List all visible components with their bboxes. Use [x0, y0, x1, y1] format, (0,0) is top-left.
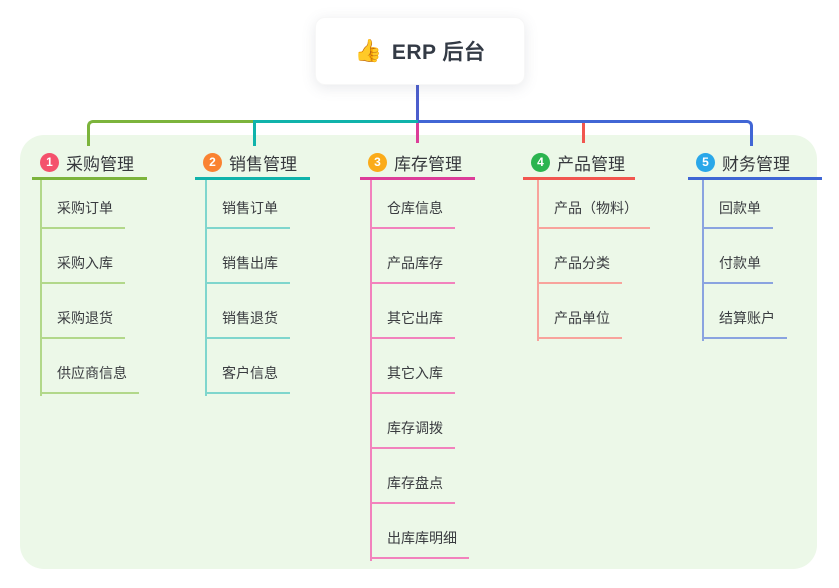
child-node[interactable]: 付款单	[702, 229, 787, 284]
child-label: 销售出库	[205, 253, 290, 284]
child-label: 其它出库	[370, 308, 455, 339]
connector-bus-purchase	[87, 120, 257, 146]
child-node[interactable]: 库存调拨	[370, 394, 469, 449]
branch-label: 产品管理	[557, 154, 625, 174]
branch-index-badge: 4	[531, 152, 550, 172]
child-label: 产品单位	[537, 308, 622, 339]
child-node[interactable]: 其它入库	[370, 339, 469, 394]
child-node[interactable]: 库存盘点	[370, 449, 469, 504]
child-node[interactable]: 供应商信息	[40, 339, 139, 394]
branch-product-children: 产品（物料） 产品分类 产品单位	[537, 180, 650, 341]
child-label: 出库库明细	[370, 528, 469, 559]
child-label: 产品（物料）	[537, 198, 650, 229]
branch-label: 采购管理	[66, 154, 134, 174]
branches-background-panel	[20, 135, 817, 569]
branch-index-badge: 3	[368, 152, 387, 172]
child-node[interactable]: 出库库明细	[370, 504, 469, 559]
child-node[interactable]: 采购订单	[40, 180, 139, 229]
child-label: 客户信息	[205, 363, 290, 394]
branch-inventory-children: 仓库信息 产品库存 其它出库 其它入库 库存调拨 库存盘点 出库库明细	[370, 180, 469, 561]
branch-finance-children: 回款单 付款单 结算账户	[702, 180, 787, 341]
child-node[interactable]: 采购入库	[40, 229, 139, 284]
child-label: 供应商信息	[40, 363, 139, 394]
child-label: 产品分类	[537, 253, 622, 284]
child-node[interactable]: 销售出库	[205, 229, 290, 284]
branch-index-badge: 2	[203, 152, 222, 172]
child-label: 付款单	[702, 253, 773, 284]
branch-purchase-title[interactable]: 1 采购管理	[32, 147, 147, 180]
branch-index-badge: 1	[40, 152, 59, 172]
child-label: 结算账户	[702, 308, 787, 339]
branch-finance: 5 财务管理 回款单 付款单 结算账户	[688, 147, 822, 341]
branch-purchase-children: 采购订单 采购入库 采购退货 供应商信息	[40, 180, 139, 396]
branch-index-badge: 5	[696, 152, 715, 172]
child-label: 回款单	[702, 198, 773, 229]
connector-bus-finance	[418, 120, 753, 146]
branch-finance-title[interactable]: 5 财务管理	[688, 147, 822, 180]
branch-product: 4 产品管理 产品（物料） 产品分类 产品单位	[523, 147, 650, 341]
branch-label: 库存管理	[394, 154, 462, 174]
connector-drop-inventory	[416, 123, 419, 143]
child-label: 库存盘点	[370, 473, 455, 504]
child-node[interactable]: 产品分类	[537, 229, 650, 284]
root-label: ERP 后台	[391, 41, 486, 64]
child-node[interactable]: 客户信息	[205, 339, 290, 394]
child-node[interactable]: 产品（物料）	[537, 180, 650, 229]
child-node[interactable]: 结算账户	[702, 284, 787, 339]
root-node[interactable]: 👍 ERP 后台	[315, 17, 525, 85]
branch-purchase: 1 采购管理 采购订单 采购入库 采购退货 供应商信息	[32, 147, 147, 396]
child-label: 采购退货	[40, 308, 125, 339]
connector-bus-sales	[253, 120, 421, 146]
branch-sales-title[interactable]: 2 销售管理	[195, 147, 310, 180]
child-label: 采购入库	[40, 253, 125, 284]
branch-label: 财务管理	[722, 154, 790, 174]
child-label: 库存调拨	[370, 418, 455, 449]
branch-sales-children: 销售订单 销售出库 销售退货 客户信息	[205, 180, 290, 396]
child-node[interactable]: 仓库信息	[370, 180, 469, 229]
branch-inventory: 3 库存管理 仓库信息 产品库存 其它出库 其它入库 库存调拨 库存盘点 出库库…	[360, 147, 475, 561]
child-label: 销售退货	[205, 308, 290, 339]
child-node[interactable]: 产品库存	[370, 229, 469, 284]
thumbs-up-icon: 👍	[354, 38, 382, 63]
child-node[interactable]: 回款单	[702, 180, 787, 229]
child-label: 产品库存	[370, 253, 455, 284]
child-node[interactable]: 产品单位	[537, 284, 650, 339]
child-label: 仓库信息	[370, 198, 455, 229]
child-node[interactable]: 销售订单	[205, 180, 290, 229]
branch-sales: 2 销售管理 销售订单 销售出库 销售退货 客户信息	[195, 147, 310, 396]
connector-drop-product	[582, 123, 585, 143]
child-node[interactable]: 其它出库	[370, 284, 469, 339]
child-node[interactable]: 采购退货	[40, 284, 139, 339]
child-label: 采购订单	[40, 198, 125, 229]
child-label: 其它入库	[370, 363, 455, 394]
child-label: 销售订单	[205, 198, 290, 229]
connector-root-line	[416, 83, 419, 121]
branch-product-title[interactable]: 4 产品管理	[523, 147, 635, 180]
child-node[interactable]: 销售退货	[205, 284, 290, 339]
branch-label: 销售管理	[229, 154, 297, 174]
branch-inventory-title[interactable]: 3 库存管理	[360, 147, 475, 180]
